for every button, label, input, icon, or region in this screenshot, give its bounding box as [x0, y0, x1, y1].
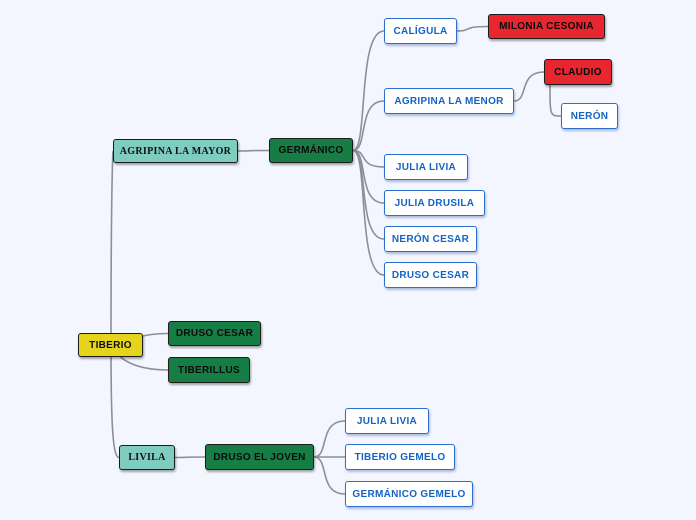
node-caligula[interactable]: CALÍGULA — [384, 18, 457, 44]
node-druso-el-joven[interactable]: DRUSO EL JOVEN — [205, 444, 314, 470]
node-tiberio[interactable]: TIBERIO — [78, 333, 143, 357]
connector-tiberio-agripina_mayor — [110, 150, 114, 346]
connector-agripina_menor-claudio — [513, 71, 545, 102]
node-livila[interactable]: LIVILA — [119, 445, 175, 470]
node-agripina-la-menor[interactable]: AGRIPINA LA MENOR — [384, 88, 514, 114]
node-milonia-cesonia[interactable]: MILONIA CESONIA — [488, 14, 605, 39]
connector-claudio-neron — [549, 84, 562, 117]
connector-germanico-agripina_menor — [352, 100, 385, 152]
node-julia-livia-druso[interactable]: JULIA LIVIA — [345, 408, 429, 434]
connector-livila-druso_joven — [174, 456, 206, 459]
connector-germanico-druso_cesar_1 — [352, 149, 385, 276]
connector-germanico-caligula — [352, 30, 385, 152]
node-germanico[interactable]: GERMÁNICO — [269, 138, 353, 163]
connector-druso_joven-julia_livia_2 — [313, 420, 346, 458]
node-germanico-gemelo[interactable]: GERMÁNICO GEMELO — [345, 481, 473, 507]
node-tiberillus[interactable]: TIBERILLUS — [168, 357, 250, 383]
node-druso-cesar-tiberio[interactable]: DRUSO CESAR — [168, 321, 261, 346]
connector-caligula-milonia_cesonia — [456, 25, 489, 32]
node-neron[interactable]: NERÓN — [561, 103, 618, 129]
node-julia-livia[interactable]: JULIA LIVIA — [384, 154, 468, 180]
connector-druso_joven-germanico_gemelo — [313, 456, 346, 495]
node-agripina-la-mayor[interactable]: AGRIPINA LA MAYOR — [113, 139, 238, 163]
connector-tiberio-livila — [110, 344, 120, 459]
node-claudio[interactable]: CLAUDIO — [544, 59, 612, 85]
node-neron-cesar[interactable]: NERÓN CESAR — [384, 226, 477, 252]
node-julia-drusila[interactable]: JULIA DRUSILA — [384, 190, 485, 216]
node-tiberio-gemelo[interactable]: TIBERIO GEMELO — [345, 444, 455, 470]
node-druso-cesar-germanico[interactable]: DRUSO CESAR — [384, 262, 477, 288]
connector-agripina_mayor-germanico — [237, 149, 270, 152]
